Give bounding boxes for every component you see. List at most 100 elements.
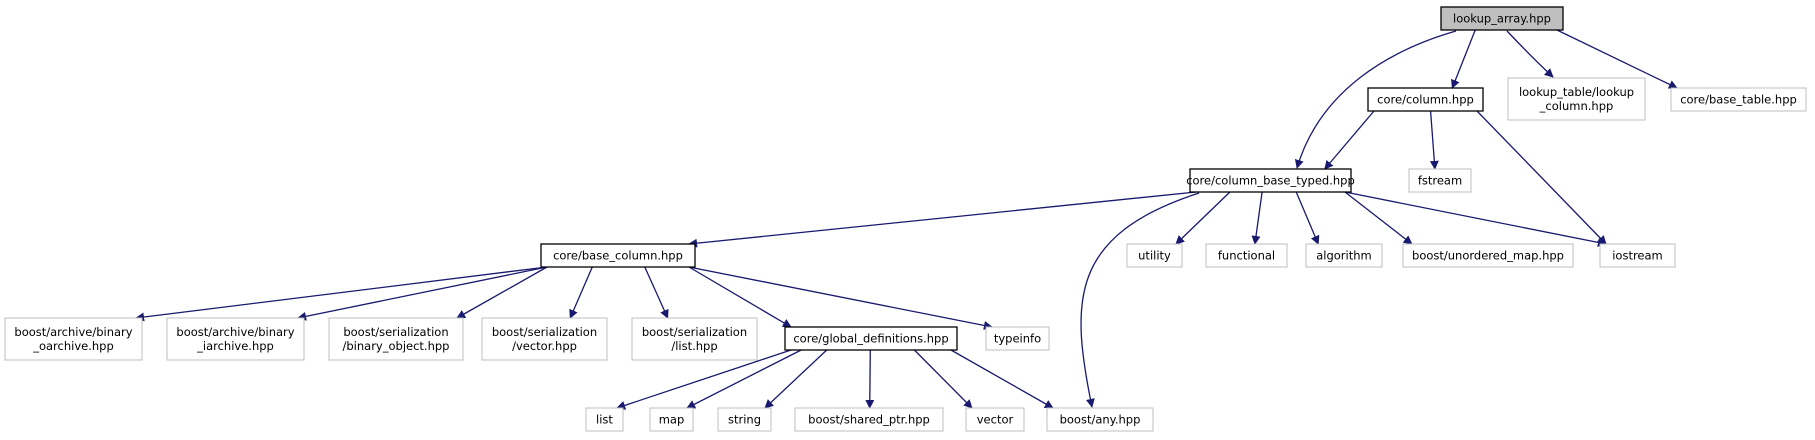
node-label: boost/archive/binary — [14, 325, 132, 339]
edge-global_definitions-to-vector — [913, 349, 973, 409]
edge-column-to-iostream — [1476, 110, 1607, 245]
node-box — [1205, 243, 1288, 268]
edge-base_column-to-ser_vector — [569, 266, 593, 319]
edge-lookup_array-to-lookup_column — [1506, 30, 1554, 78]
node-label: _iarchive.hpp — [196, 339, 274, 353]
edge-global_definitions-to-boost_any — [950, 349, 1054, 409]
node-column_base_typed[interactable]: core/column_base_typed.hpp — [1186, 168, 1355, 193]
node-label: algorithm — [1316, 249, 1372, 263]
node-label: _column.hpp — [1539, 99, 1614, 113]
node-box — [481, 317, 608, 361]
node-lookup_array[interactable]: lookup_array.hpp — [1440, 6, 1564, 31]
node-iostream[interactable]: iostream — [1599, 243, 1676, 268]
node-label: typeinfo — [994, 332, 1041, 346]
node-label: map — [659, 413, 685, 427]
node-box — [1126, 243, 1183, 268]
node-lookup_column[interactable]: lookup_table/lookup_column.hpp — [1507, 77, 1646, 121]
edge-column_base_typed-to-unordered_map — [1344, 191, 1413, 245]
node-label: string — [728, 413, 761, 427]
node-label: core/base_column.hpp — [553, 249, 683, 263]
edge-column_base_typed-to-algorithm — [1295, 191, 1320, 245]
node-label: core/base_table.hpp — [1680, 93, 1797, 107]
node-unordered_map[interactable]: boost/unordered_map.hpp — [1402, 243, 1574, 268]
node-label: lookup_table/lookup — [1519, 85, 1634, 99]
edges-layer — [135, 29, 1678, 410]
node-label: list — [596, 413, 613, 427]
node-label: iostream — [1612, 249, 1663, 263]
node-box — [1440, 6, 1564, 31]
node-box — [649, 407, 694, 432]
edge-global_definitions-to-list — [616, 349, 792, 410]
node-vector[interactable]: vector — [965, 407, 1025, 432]
node-boost_any[interactable]: boost/any.hpp — [1046, 407, 1154, 432]
node-label: boost/serialization — [343, 325, 448, 339]
node-binary_iarchive[interactable]: boost/archive/binary_iarchive.hpp — [166, 317, 305, 361]
node-label: boost/unordered_map.hpp — [1412, 249, 1564, 263]
node-label: boost/any.hpp — [1060, 413, 1141, 427]
edge-column-to-column_base_typed — [1324, 110, 1375, 170]
node-box — [1670, 87, 1807, 112]
node-label: _oarchive.hpp — [32, 339, 114, 353]
nodes-layer: lookup_array.hpp core/column.hpp lookup_ta… — [4, 6, 1807, 432]
node-box — [784, 326, 958, 351]
node-box — [1507, 77, 1646, 121]
node-box — [965, 407, 1025, 432]
node-box — [1402, 243, 1574, 268]
node-label: core/column_base_typed.hpp — [1186, 174, 1355, 188]
node-box — [540, 243, 696, 268]
node-binary_oarchive[interactable]: boost/archive/binary_oarchive.hpp — [4, 317, 143, 361]
node-box — [1189, 168, 1352, 193]
edge-global_definitions-to-string — [764, 349, 828, 409]
edge-global_definitions-to-shared_ptr — [865, 349, 875, 409]
edge-base_column-to-typeinfo — [688, 266, 993, 330]
edge-base_column-to-binary_oarchive — [135, 266, 548, 322]
edge-column_base_typed-to-iostream — [1344, 191, 1607, 247]
node-fstream[interactable]: fstream — [1408, 168, 1472, 193]
edge-base_column-to-binary_object — [456, 266, 548, 319]
edge-column_base_typed-to-boost_any — [1080, 192, 1200, 408]
node-box — [631, 317, 758, 361]
edge-column_base_typed-to-functional — [1251, 191, 1263, 245]
node-label: /vector.hpp — [512, 339, 577, 353]
node-functional[interactable]: functional — [1205, 243, 1288, 268]
node-label: utility — [1138, 249, 1171, 263]
node-label: boost/shared_ptr.hpp — [808, 413, 930, 427]
node-label: core/global_definitions.hpp — [793, 332, 948, 346]
node-box — [1408, 168, 1472, 193]
node-label: functional — [1218, 249, 1275, 263]
node-label: core/column.hpp — [1377, 93, 1474, 107]
node-list[interactable]: list — [585, 407, 624, 432]
node-algorithm[interactable]: algorithm — [1305, 243, 1383, 268]
node-base_column[interactable]: core/base_column.hpp — [540, 243, 696, 268]
edge-base_column-to-global_definitions — [688, 266, 792, 328]
node-shared_ptr[interactable]: boost/shared_ptr.hpp — [794, 407, 944, 432]
edge-column_base_typed-to-base_column — [688, 191, 1197, 248]
node-ser_list[interactable]: boost/serialization/list.hpp — [631, 317, 758, 361]
node-ser_vector[interactable]: boost/serialization/vector.hpp — [481, 317, 608, 361]
node-box — [717, 407, 772, 432]
node-utility[interactable]: utility — [1126, 243, 1183, 268]
edge-column_base_typed-to-utility — [1175, 191, 1231, 245]
edge-column-to-fstream — [1429, 110, 1439, 170]
edge-lookup_array-to-column_base_typed — [1294, 30, 1457, 169]
node-box — [328, 317, 464, 361]
node-box — [1305, 243, 1383, 268]
node-label: boost/serialization — [642, 325, 747, 339]
node-label: vector — [977, 413, 1014, 427]
edge-base_column-to-binary_iarchive — [297, 266, 548, 321]
node-label: fstream — [1418, 174, 1462, 188]
node-global_definitions[interactable]: core/global_definitions.hpp — [784, 326, 958, 351]
node-binary_object[interactable]: boost/serialization/binary_object.hpp — [328, 317, 464, 361]
node-label: boost/archive/binary — [176, 325, 294, 339]
edge-lookup_array-to-base_table — [1556, 29, 1678, 89]
node-string[interactable]: string — [717, 407, 772, 432]
node-box — [166, 317, 305, 361]
node-typeinfo[interactable]: typeinfo — [985, 326, 1050, 351]
node-column[interactable]: core/column.hpp — [1367, 87, 1484, 112]
node-box — [1046, 407, 1154, 432]
node-box — [1367, 87, 1484, 112]
node-base_table[interactable]: core/base_table.hpp — [1670, 87, 1807, 112]
node-map[interactable]: map — [649, 407, 694, 432]
node-box — [4, 317, 143, 361]
